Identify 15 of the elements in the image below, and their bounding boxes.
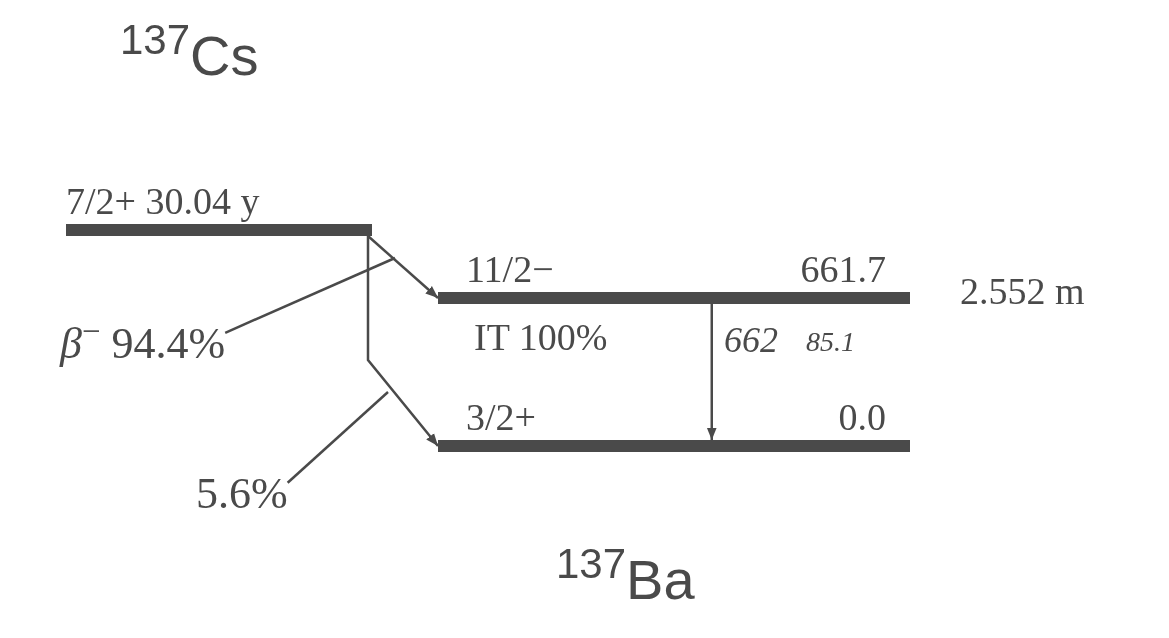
branching-ratio: 5.6%: [196, 472, 288, 516]
level-label: 7/2+ 30.04 y: [66, 182, 260, 220]
transition-arrow: [706, 304, 717, 440]
level-label: 3/2+: [466, 398, 536, 436]
branching-ratio: β$^{−}$ 94.4%: [60, 322, 226, 366]
half-life-label: 2.552 m: [960, 272, 1085, 310]
gamma-label: 85.1: [806, 328, 855, 356]
transition-arrow: [366, 236, 439, 447]
level-label: 661.7: [800, 250, 886, 288]
level-label: 0.0: [838, 398, 886, 436]
leader-line: [224, 256, 396, 334]
leader-line: [286, 391, 389, 484]
transition-arrow: [367, 235, 439, 299]
level-label: 11/2−: [466, 250, 554, 288]
gamma-label: 662: [724, 322, 778, 358]
